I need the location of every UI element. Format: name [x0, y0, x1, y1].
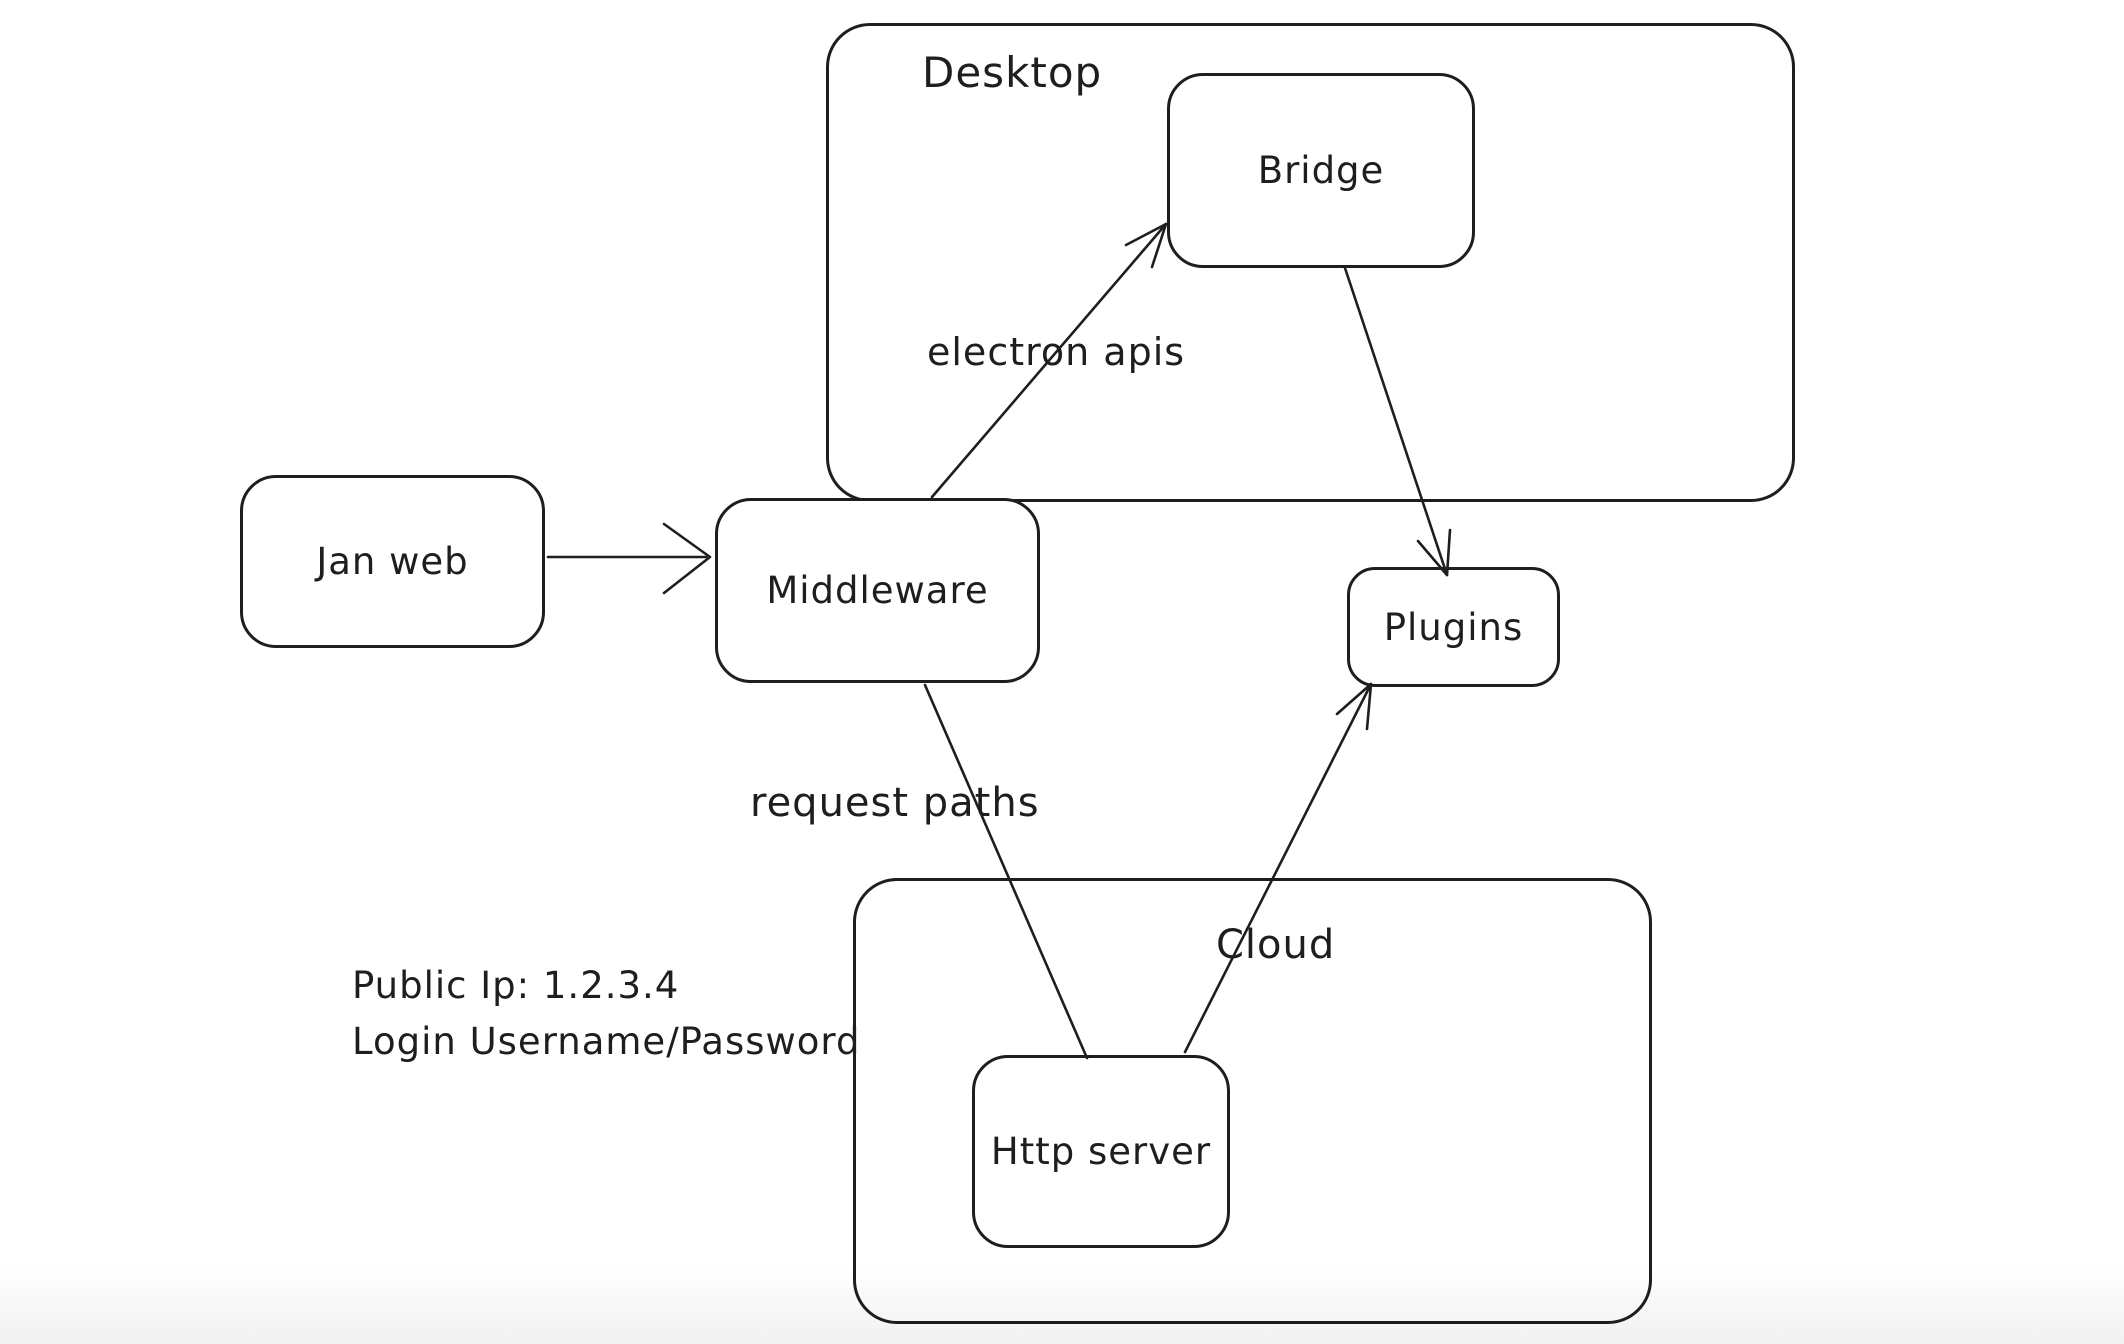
- edge-label-electron-apis: electron apis: [927, 330, 1186, 374]
- desktop-container: [826, 23, 1795, 502]
- http-server-node: Http server: [972, 1055, 1230, 1248]
- cloud-container-label: Cloud: [1216, 922, 1336, 968]
- annotation-line-public-ip: Public Ip: 1.2.3.4: [352, 964, 680, 1007]
- edge-label-request-paths: request paths: [750, 780, 1040, 826]
- arrowhead-httpserver-to-plugins: [1335, 682, 1373, 731]
- jan-web-label: Jan web: [316, 540, 469, 583]
- arrowhead-janweb-to-middleware: [662, 522, 712, 595]
- annotation-text: Public Ip: 1.2.3.4 Login Username/Passwo…: [352, 958, 860, 1070]
- plugins-node: Plugins: [1347, 567, 1560, 687]
- desktop-container-label: Desktop: [922, 48, 1103, 97]
- http-server-label: Http server: [990, 1130, 1212, 1173]
- plugins-label: Plugins: [1383, 605, 1524, 649]
- bridge-node: Bridge: [1167, 73, 1475, 268]
- annotation-line-login: Login Username/Password: [352, 1020, 861, 1063]
- middleware-node: Middleware: [715, 498, 1040, 683]
- middleware-label: Middleware: [766, 569, 989, 612]
- jan-web-node: Jan web: [240, 475, 545, 648]
- bridge-label: Bridge: [1257, 149, 1385, 192]
